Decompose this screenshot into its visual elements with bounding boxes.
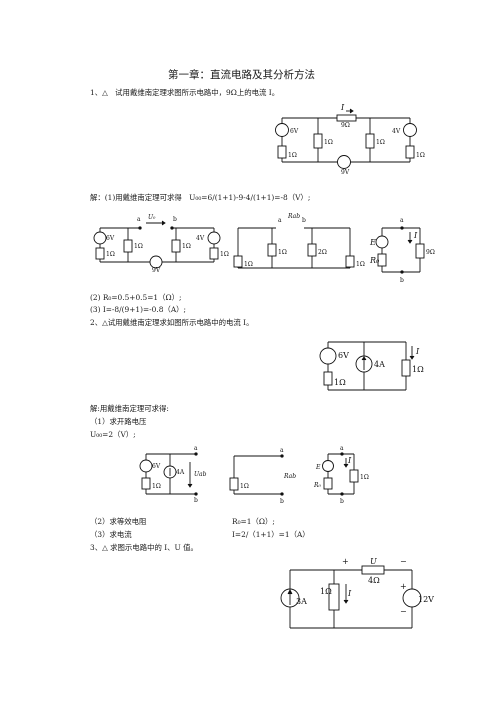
- svg-text:b: b: [173, 216, 177, 223]
- solution-2-line-4-label: （2）求等效电阻: [90, 517, 147, 526]
- circuit-diagram-2-equivalent: a b E R₀ I 1Ω: [313, 445, 369, 505]
- svg-text:I: I: [340, 103, 345, 112]
- svg-text:1Ω: 1Ω: [356, 261, 365, 268]
- svg-text:a: a: [280, 447, 284, 454]
- svg-text:9V: 9V: [341, 169, 350, 176]
- svg-text:b: b: [280, 498, 284, 505]
- svg-text:I: I: [415, 347, 420, 356]
- svg-text:4A: 4A: [374, 360, 385, 369]
- svg-text:−: −: [400, 557, 407, 566]
- circuit-diagram-3: 3A 1Ω I 4Ω + U − + − 12V: [280, 557, 434, 629]
- svg-text:b: b: [340, 498, 344, 505]
- svg-text:1Ω: 1Ω: [220, 251, 229, 258]
- circuit-diagram-1-open: a b U₀ 6V 1Ω 1Ω 1Ω 4V 1Ω 9V: [93, 214, 229, 274]
- question-1: 1、△ 试用戴维南定理求图所示电路中，9Ω上的电流 I。: [90, 88, 280, 97]
- page-title: 第一章：直流电路及其分析方法: [168, 69, 315, 81]
- svg-text:1Ω: 1Ω: [320, 587, 332, 596]
- svg-text:1Ω: 1Ω: [334, 378, 346, 387]
- svg-text:−: −: [400, 607, 407, 616]
- circuit-diagram-1-resistance: a b Rab 1Ω 1Ω 2Ω 1Ω: [233, 213, 365, 269]
- svg-text:4V: 4V: [196, 235, 205, 242]
- svg-text:I: I: [347, 589, 352, 598]
- svg-text:Rab: Rab: [287, 213, 300, 220]
- solution-2-line-2: （1）求开路电压: [90, 417, 147, 426]
- svg-text:1Ω: 1Ω: [134, 243, 143, 250]
- question-3: 3、△ 求图示电路中的 I、U 值。: [90, 543, 198, 552]
- solution-2-line-4-value: R₀=1（Ω）;: [232, 517, 275, 526]
- solution-2-line-5-value: I=2/（1+1）=1（A）: [232, 530, 310, 539]
- svg-text:R₀: R₀: [369, 256, 380, 265]
- svg-text:a: a: [194, 445, 198, 452]
- svg-text:1Ω: 1Ω: [412, 365, 424, 374]
- svg-text:Rab: Rab: [283, 473, 296, 480]
- svg-text:1Ω: 1Ω: [244, 261, 253, 268]
- svg-text:4A: 4A: [176, 469, 185, 476]
- svg-text:a: a: [340, 445, 344, 452]
- solution-1-line-2: (2) R₀=0.5+0.5=1（Ω）;: [90, 293, 182, 302]
- solution-2-line-5-label: （3）求电流: [90, 530, 132, 539]
- svg-text:I: I: [413, 231, 418, 240]
- svg-text:U: U: [370, 557, 377, 566]
- svg-text:1Ω: 1Ω: [288, 152, 297, 159]
- svg-text:1Ω: 1Ω: [240, 483, 249, 490]
- solution-2-line-3: U₀₀=2（V）;: [90, 430, 136, 439]
- svg-text:6V: 6V: [152, 463, 161, 470]
- svg-text:I: I: [347, 456, 352, 465]
- svg-text:1Ω: 1Ω: [360, 474, 369, 481]
- circuit-diagram-1-equivalent: a b E R₀ I 9Ω: [369, 217, 435, 284]
- svg-text:R₀: R₀: [313, 482, 322, 489]
- svg-text:1Ω: 1Ω: [324, 139, 333, 146]
- svg-text:6V: 6V: [290, 128, 299, 135]
- circuit-diagram-2: 6V 1Ω 4A I 1Ω: [319, 341, 424, 391]
- circuit-diagram-2-resistance: a b 1Ω Rab: [229, 447, 296, 505]
- svg-text:a: a: [400, 217, 404, 224]
- svg-text:1Ω: 1Ω: [106, 251, 115, 258]
- svg-text:4Ω: 4Ω: [368, 576, 380, 585]
- solution-1-line-1: 解：(1)用戴维南定理可求得 U₀₀=6/(1+1)-9-4/(1+1)=-8（…: [90, 193, 311, 202]
- svg-text:b: b: [194, 497, 198, 504]
- svg-text:1Ω: 1Ω: [182, 243, 191, 250]
- circuit-diagram-2-open: a b 6V 1Ω 4A Uab: [139, 445, 207, 504]
- svg-text:3A: 3A: [296, 597, 307, 606]
- solution-2-line-1: 解:用戴维南定理可求得:: [90, 404, 169, 413]
- svg-text:6V: 6V: [338, 351, 349, 360]
- svg-text:U₀: U₀: [148, 214, 156, 221]
- solution-1-line-3: (3) I=-8/(9+1)=-0.8（A）;: [90, 305, 187, 314]
- svg-text:6V: 6V: [106, 235, 115, 242]
- svg-text:a: a: [137, 216, 141, 223]
- svg-text:b: b: [400, 277, 404, 284]
- svg-text:9Ω: 9Ω: [341, 122, 350, 129]
- svg-text:+: +: [342, 557, 349, 566]
- svg-text:1Ω: 1Ω: [416, 152, 425, 159]
- svg-text:9V: 9V: [152, 267, 161, 274]
- svg-text:+: +: [400, 582, 407, 591]
- svg-text:Uab: Uab: [194, 471, 207, 478]
- svg-text:2Ω: 2Ω: [318, 249, 327, 256]
- svg-text:a: a: [278, 217, 282, 224]
- svg-text:1Ω: 1Ω: [376, 139, 385, 146]
- svg-text:9Ω: 9Ω: [426, 249, 435, 256]
- circuit-diagram-1: 6V 1Ω 1Ω 9Ω I 1Ω 4V 1Ω 9V: [275, 103, 425, 176]
- svg-text:b: b: [302, 217, 306, 224]
- svg-text:4V: 4V: [392, 128, 401, 135]
- svg-text:1Ω: 1Ω: [278, 249, 287, 256]
- svg-text:E: E: [315, 464, 321, 471]
- svg-text:E: E: [369, 238, 376, 247]
- svg-text:1Ω: 1Ω: [152, 483, 161, 490]
- question-2: 2、△试用戴维南定理求如图所示电路中的电流 I。: [90, 318, 254, 327]
- svg-text:12V: 12V: [418, 595, 434, 604]
